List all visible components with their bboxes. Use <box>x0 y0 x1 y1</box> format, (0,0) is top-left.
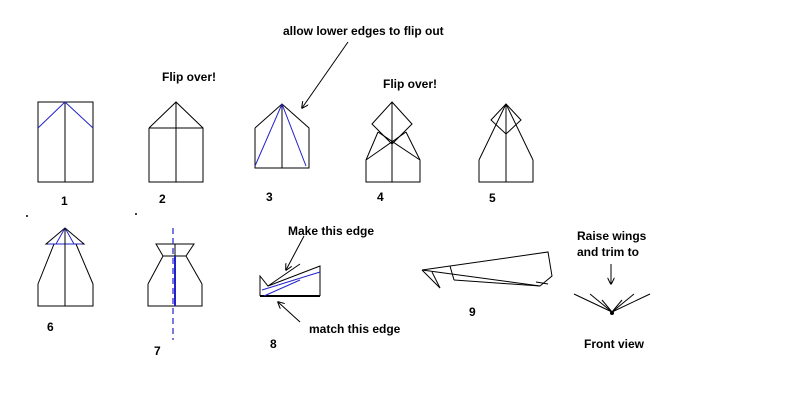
step-6-figure <box>37 227 94 307</box>
annotation-make-this-edge: Make this edge <box>288 224 375 238</box>
annotation-front-view: Front view <box>584 337 645 351</box>
annotation-flip-over-1: Flip over! <box>162 70 217 84</box>
step-number: 4 <box>377 190 384 204</box>
stray-dot <box>26 215 28 217</box>
step-8-figure <box>259 263 321 297</box>
step-number: 3 <box>266 190 273 204</box>
step-4-figure <box>365 101 421 183</box>
annotation-raise-wings: Raise wings <box>577 229 647 243</box>
step-number: 1 <box>61 194 68 208</box>
arrow-icon <box>278 302 301 323</box>
step-number: 5 <box>489 191 496 205</box>
step-number: 6 <box>47 320 54 334</box>
step-2-figure <box>148 101 204 183</box>
step-5-figure <box>478 103 534 183</box>
step-9-figure <box>421 251 553 289</box>
step-1-figure <box>37 101 94 183</box>
step-number: 8 <box>270 337 277 351</box>
annotation-allow-lower-edges: allow lower edges to flip out <box>283 24 444 38</box>
front-view-figure <box>573 293 651 315</box>
stray-dot <box>135 213 137 215</box>
annotation-and-trim-to: and trim to <box>577 245 639 259</box>
arrow-icon <box>286 235 305 270</box>
step-7-figure <box>147 228 203 340</box>
arrow-icon <box>302 41 349 108</box>
step-number: 7 <box>154 344 161 358</box>
annotation-flip-over-2: Flip over! <box>383 77 438 91</box>
step-number: 2 <box>159 192 166 206</box>
step-number: 9 <box>469 305 476 319</box>
step-3-figure <box>254 103 310 169</box>
annotation-match-this-edge: match this edge <box>309 322 401 336</box>
